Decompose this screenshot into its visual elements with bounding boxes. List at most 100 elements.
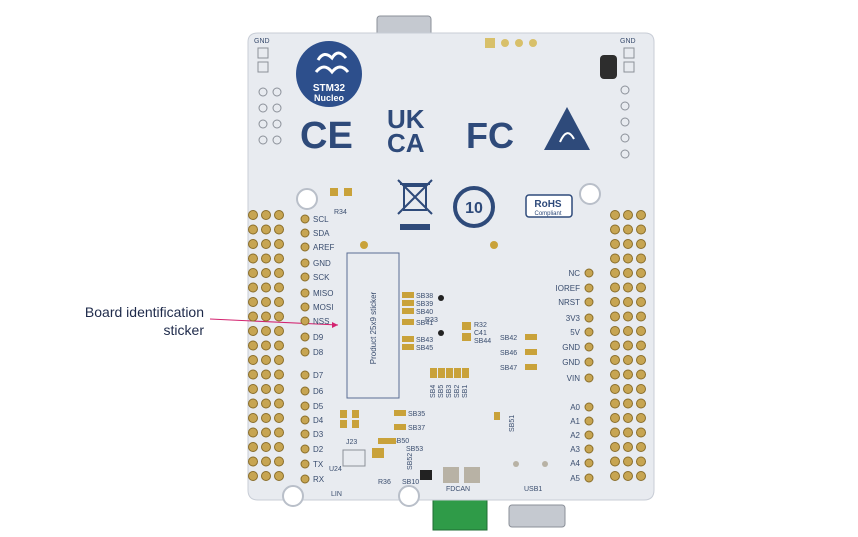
- solder-bridge-label: SB41: [416, 320, 433, 327]
- solder-bridge-label: SB40: [416, 309, 433, 316]
- gnd-pad-right-2: [623, 61, 635, 73]
- left-pin-label: TX: [313, 460, 324, 469]
- left-pin-label: D8: [313, 348, 324, 357]
- mounting-hole-bottom-mid: [398, 485, 420, 507]
- left-pin-pad: [300, 429, 310, 439]
- label-lin: LIN: [331, 491, 342, 498]
- left-pin-label: MOSI: [313, 303, 333, 312]
- fiducial-pad: [360, 241, 368, 249]
- right-header-pin: [623, 369, 633, 380]
- identification-sticker-area: [346, 252, 400, 399]
- pad-r34a: [330, 188, 338, 196]
- left-header-pin: [261, 224, 271, 235]
- mounting-hole-bottom-left: [282, 485, 304, 507]
- left-header-pin: [274, 442, 284, 452]
- gnd-pad-left-2: [257, 61, 269, 73]
- right-pin-pad: [584, 458, 594, 468]
- solder-bridge-label: SB42: [500, 335, 517, 342]
- left-header-pin: [261, 282, 271, 293]
- left-header-pin: [274, 427, 284, 438]
- right-header-pin: [636, 297, 646, 307]
- rohs-top: RoHS: [534, 199, 562, 210]
- left-header-pin: [274, 413, 284, 423]
- right-header-pin: [623, 384, 633, 394]
- right-header-pin: [636, 355, 646, 365]
- right-header-pin: [636, 427, 646, 438]
- gnd-pad-left: [257, 47, 269, 59]
- right-header-pin: [623, 456, 633, 467]
- solder-bridge-label: SB35: [408, 411, 425, 418]
- right-header-pin: [636, 253, 646, 264]
- left-header-pin: [274, 355, 284, 365]
- callout-line1: Board identification: [84, 304, 204, 320]
- left-pin-pad: [300, 288, 310, 298]
- solder-bridge-pad: [454, 368, 461, 378]
- left-header-pin: [274, 239, 284, 249]
- left-pin-label: D5: [313, 402, 324, 411]
- right-pin-label: 5V: [570, 328, 580, 337]
- right-header-pin: [610, 384, 620, 394]
- left-header-pin: [261, 268, 271, 278]
- left-header-pin: [248, 413, 258, 423]
- left-header-pin: [261, 471, 271, 481]
- right-header-pin: [623, 471, 633, 481]
- right-header-pin: [636, 210, 646, 220]
- right-header-pin: [610, 239, 620, 249]
- left-pin-pad: [300, 347, 310, 357]
- left-header-pin: [248, 398, 258, 409]
- right-pin-label: A3: [570, 445, 580, 454]
- right-pin-pad: [584, 268, 594, 278]
- solder-bridge-label: SB37: [408, 425, 425, 432]
- left-header-pin: [274, 471, 284, 481]
- left-pin-label: D3: [313, 430, 324, 439]
- bottom-usb-connector: [508, 504, 566, 528]
- left-header-pin: [274, 311, 284, 322]
- solder-bridge-pad: [402, 292, 414, 298]
- right-header-pin: [636, 340, 646, 351]
- left-pin-labels: SCLSDAAREFGNDSCKMISOMOSINSSD9D8D7D6D5D4D…: [300, 214, 334, 484]
- left-header-pin: [261, 297, 271, 307]
- left-pin-label: RX: [313, 475, 325, 484]
- left-header-pin: [261, 369, 271, 380]
- right-header-pin: [636, 239, 646, 249]
- right-pin-pad: [584, 402, 594, 412]
- solder-bridge-pad: [394, 424, 406, 430]
- left-pin-label: MISO: [313, 289, 333, 298]
- ce-mark: CE: [300, 115, 353, 157]
- right-header-pin: [610, 297, 620, 307]
- right-header-pin: [610, 326, 620, 336]
- right-header-pin: [623, 297, 633, 307]
- weee-bar: [400, 224, 430, 230]
- right-pin-label: GND: [562, 343, 580, 352]
- callout-label: Board identification sticker: [40, 303, 204, 339]
- right-header-pin: [610, 413, 620, 423]
- left-pin-label: D2: [313, 445, 324, 454]
- right-pin-pad: [584, 430, 594, 440]
- left-header-pin: [274, 268, 284, 278]
- left-header-pin: [274, 253, 284, 264]
- right-header-pin: [636, 282, 646, 293]
- fdcan-connector: [432, 499, 488, 531]
- left-pin-pad: [300, 444, 310, 454]
- right-header-pin: [623, 355, 633, 365]
- right-header-pin: [610, 340, 620, 351]
- left-header-pin: [248, 311, 258, 322]
- solder-bridge-pad: [402, 319, 414, 325]
- left-header-pin: [274, 369, 284, 380]
- rohs-bottom: Compliant: [534, 211, 561, 217]
- logo-line1: STM32: [313, 83, 346, 94]
- right-header-pin: [610, 442, 620, 452]
- left-pin-pad: [300, 474, 310, 484]
- mounting-hole-left: [296, 188, 318, 210]
- right-pin-pad: [584, 297, 594, 307]
- label-sb44: SB44: [474, 338, 491, 345]
- right-pin-label: A0: [570, 403, 580, 412]
- solder-bridge-label: SB45: [416, 345, 433, 352]
- right-header-pin: [610, 268, 620, 278]
- right-header-pin: [610, 282, 620, 293]
- left-pin-label: D4: [313, 416, 324, 425]
- solder-bridge-pad: [446, 368, 453, 378]
- left-header-pin: [261, 427, 271, 438]
- left-header-pin: [274, 297, 284, 307]
- left-pin-pad: [300, 242, 310, 252]
